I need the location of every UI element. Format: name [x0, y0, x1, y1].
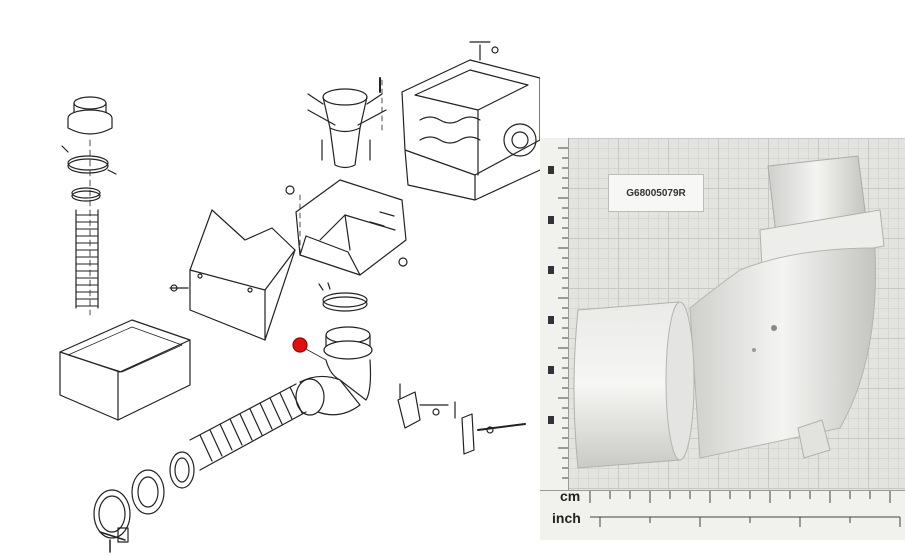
elbow-part-image: [573, 155, 885, 469]
part-number-label: G68005079R: [608, 174, 704, 212]
vertical-ruler: [540, 138, 569, 490]
mounting-bracket: [169, 209, 296, 341]
hose-clamp-small: [71, 187, 101, 202]
red-dot-marker: [292, 337, 308, 353]
horizontal-ruler: [540, 490, 905, 540]
exploded-parts-diagram: [59, 41, 540, 553]
latch-bracket-small: [397, 383, 449, 429]
vertical-flex-hose: [75, 209, 99, 309]
funnel-housing: [307, 88, 387, 169]
hose-clamp-mid: [318, 282, 368, 312]
drip-tray: [59, 319, 191, 421]
elbow-fitting: [295, 326, 373, 416]
gearbox-unit: [401, 41, 540, 201]
support-frame: [285, 179, 408, 276]
unit-label-cm: cm: [560, 488, 581, 504]
part-photo: G68005079R: [540, 138, 905, 540]
unit-label-inch: inch: [552, 510, 581, 526]
hose-clamp-upper: [61, 145, 117, 175]
coupling-cap: [67, 96, 113, 135]
hose-coupling-ring-2: [131, 469, 165, 515]
hose-coupling-ring-1: [169, 451, 195, 489]
hose-clamp-lower: [93, 489, 131, 553]
long-flex-hose: [189, 383, 307, 471]
latch-bracket-large: [454, 401, 526, 455]
